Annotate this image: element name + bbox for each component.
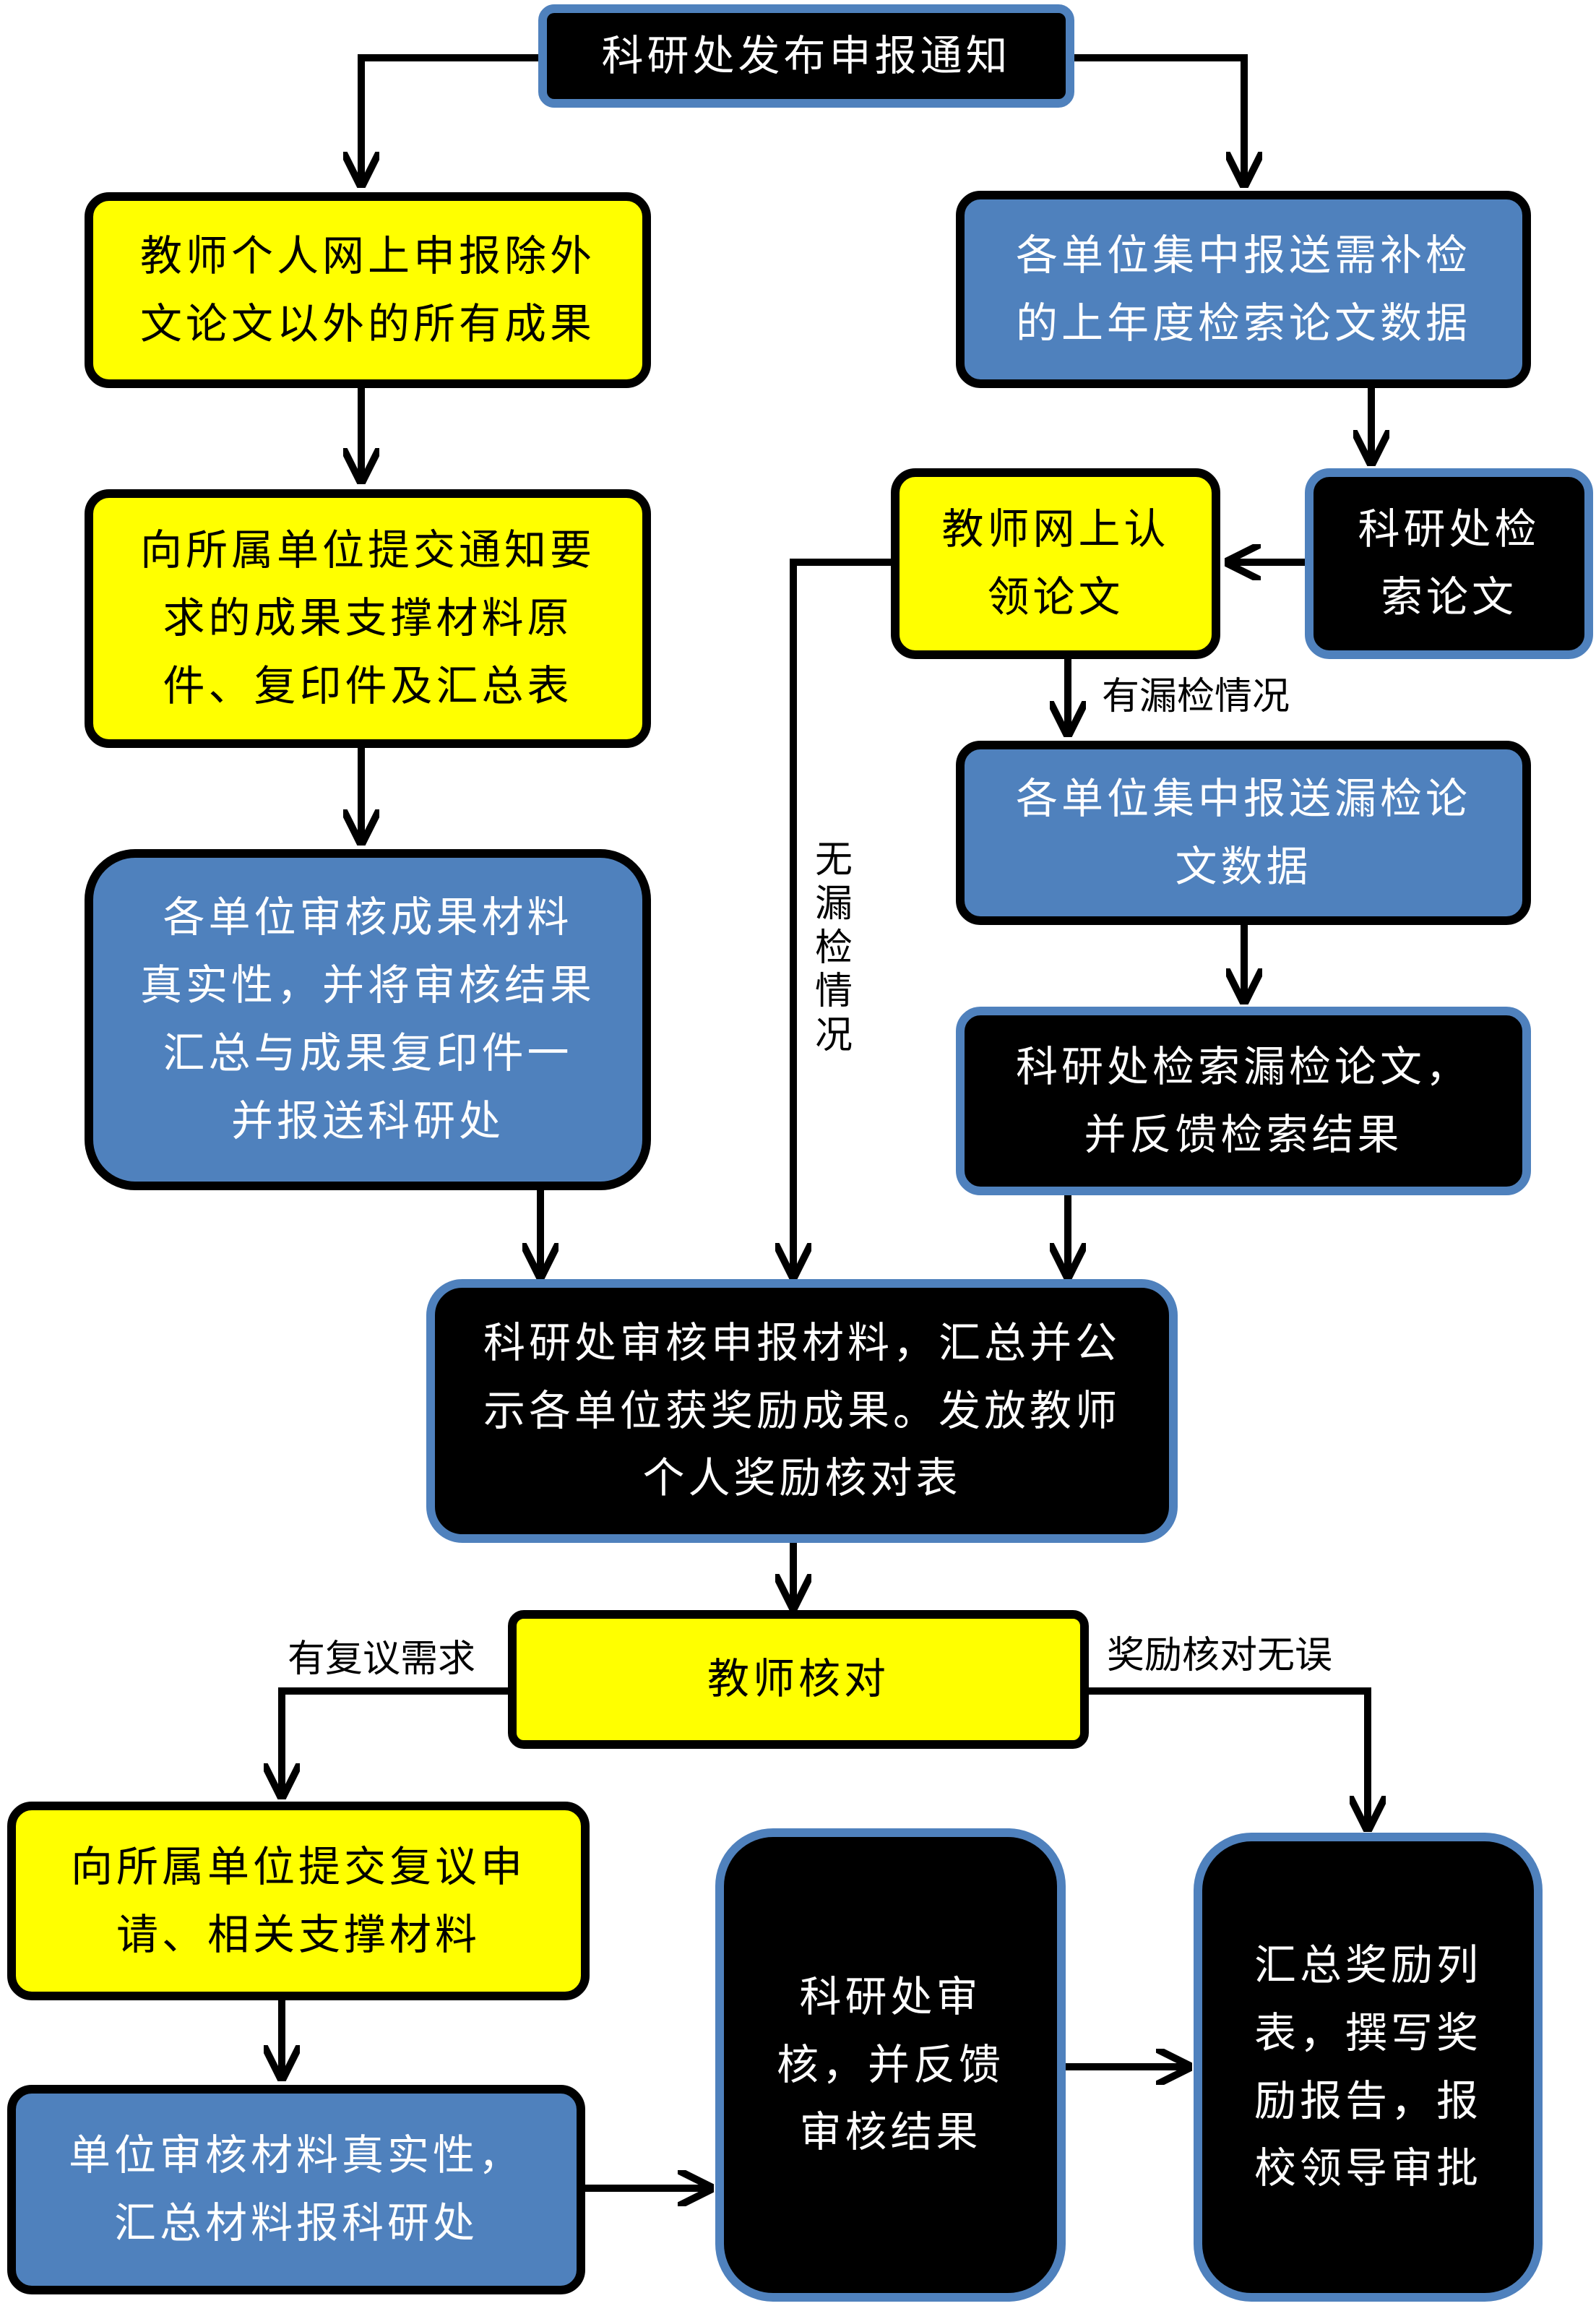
node-unit-review: 各单位审核成果材料 真实性，并将审核结果 汇总与成果复印件一 并报送科研处 xyxy=(85,849,651,1190)
label-has-missing: 有漏检情况 xyxy=(1102,675,1290,718)
node-submit-materials: 向所属单位提交通知要 求的成果支撑材料原 件、复印件及汇总表 xyxy=(85,489,651,748)
node-teacher-check: 教师核对 xyxy=(508,1610,1089,1749)
node-unit-reconsider-review: 单位审核材料真实性， 汇总材料报科研处 xyxy=(7,2085,585,2294)
arrow-publish-to-unit-send xyxy=(1073,54,1244,181)
node-office-search-missing: 科研处检索漏检论文， 并反馈检索结果 xyxy=(956,1007,1531,1195)
node-summary-report: 汇总奖励列 表，撰写奖 励报告，报 校领导审批 xyxy=(1194,1833,1543,2302)
arrow-check-to-reconsider xyxy=(282,1687,509,1792)
node-teacher-declare: 教师个人网上申报除外 文论文以外的所有成果 xyxy=(85,192,651,388)
arrow-check-to-summary xyxy=(1087,1687,1368,1825)
node-publish-notice: 科研处发布申报通知 xyxy=(538,4,1074,108)
node-office-search: 科研处检 索论文 xyxy=(1305,468,1593,659)
node-office-review: 科研处审核申报材料，汇总并公 示各单位获奖励成果。发放教师 个人奖励核对表 xyxy=(426,1279,1178,1543)
label-no-error: 奖励核对无误 xyxy=(1107,1634,1333,1677)
node-unit-missing-data: 各单位集中报送漏检论 文数据 xyxy=(956,741,1531,925)
node-office-feedback: 科研处审 核，并反馈 审核结果 xyxy=(715,1828,1066,2302)
node-reconsider-submit: 向所属单位提交复议申 请、相关支撑材料 xyxy=(7,1802,590,2000)
label-no-missing: 无 漏 检 情 况 xyxy=(815,838,853,1058)
arrow-publish-to-teacher-declare xyxy=(361,54,543,181)
node-teacher-claim: 教师网上认 领论文 xyxy=(891,468,1220,659)
arrow-claim-to-office-review xyxy=(793,559,892,1272)
node-unit-send-data: 各单位集中报送需补检 的上年度检索论文数据 xyxy=(956,191,1531,388)
label-need-reconsider: 有复议需求 xyxy=(288,1638,476,1681)
